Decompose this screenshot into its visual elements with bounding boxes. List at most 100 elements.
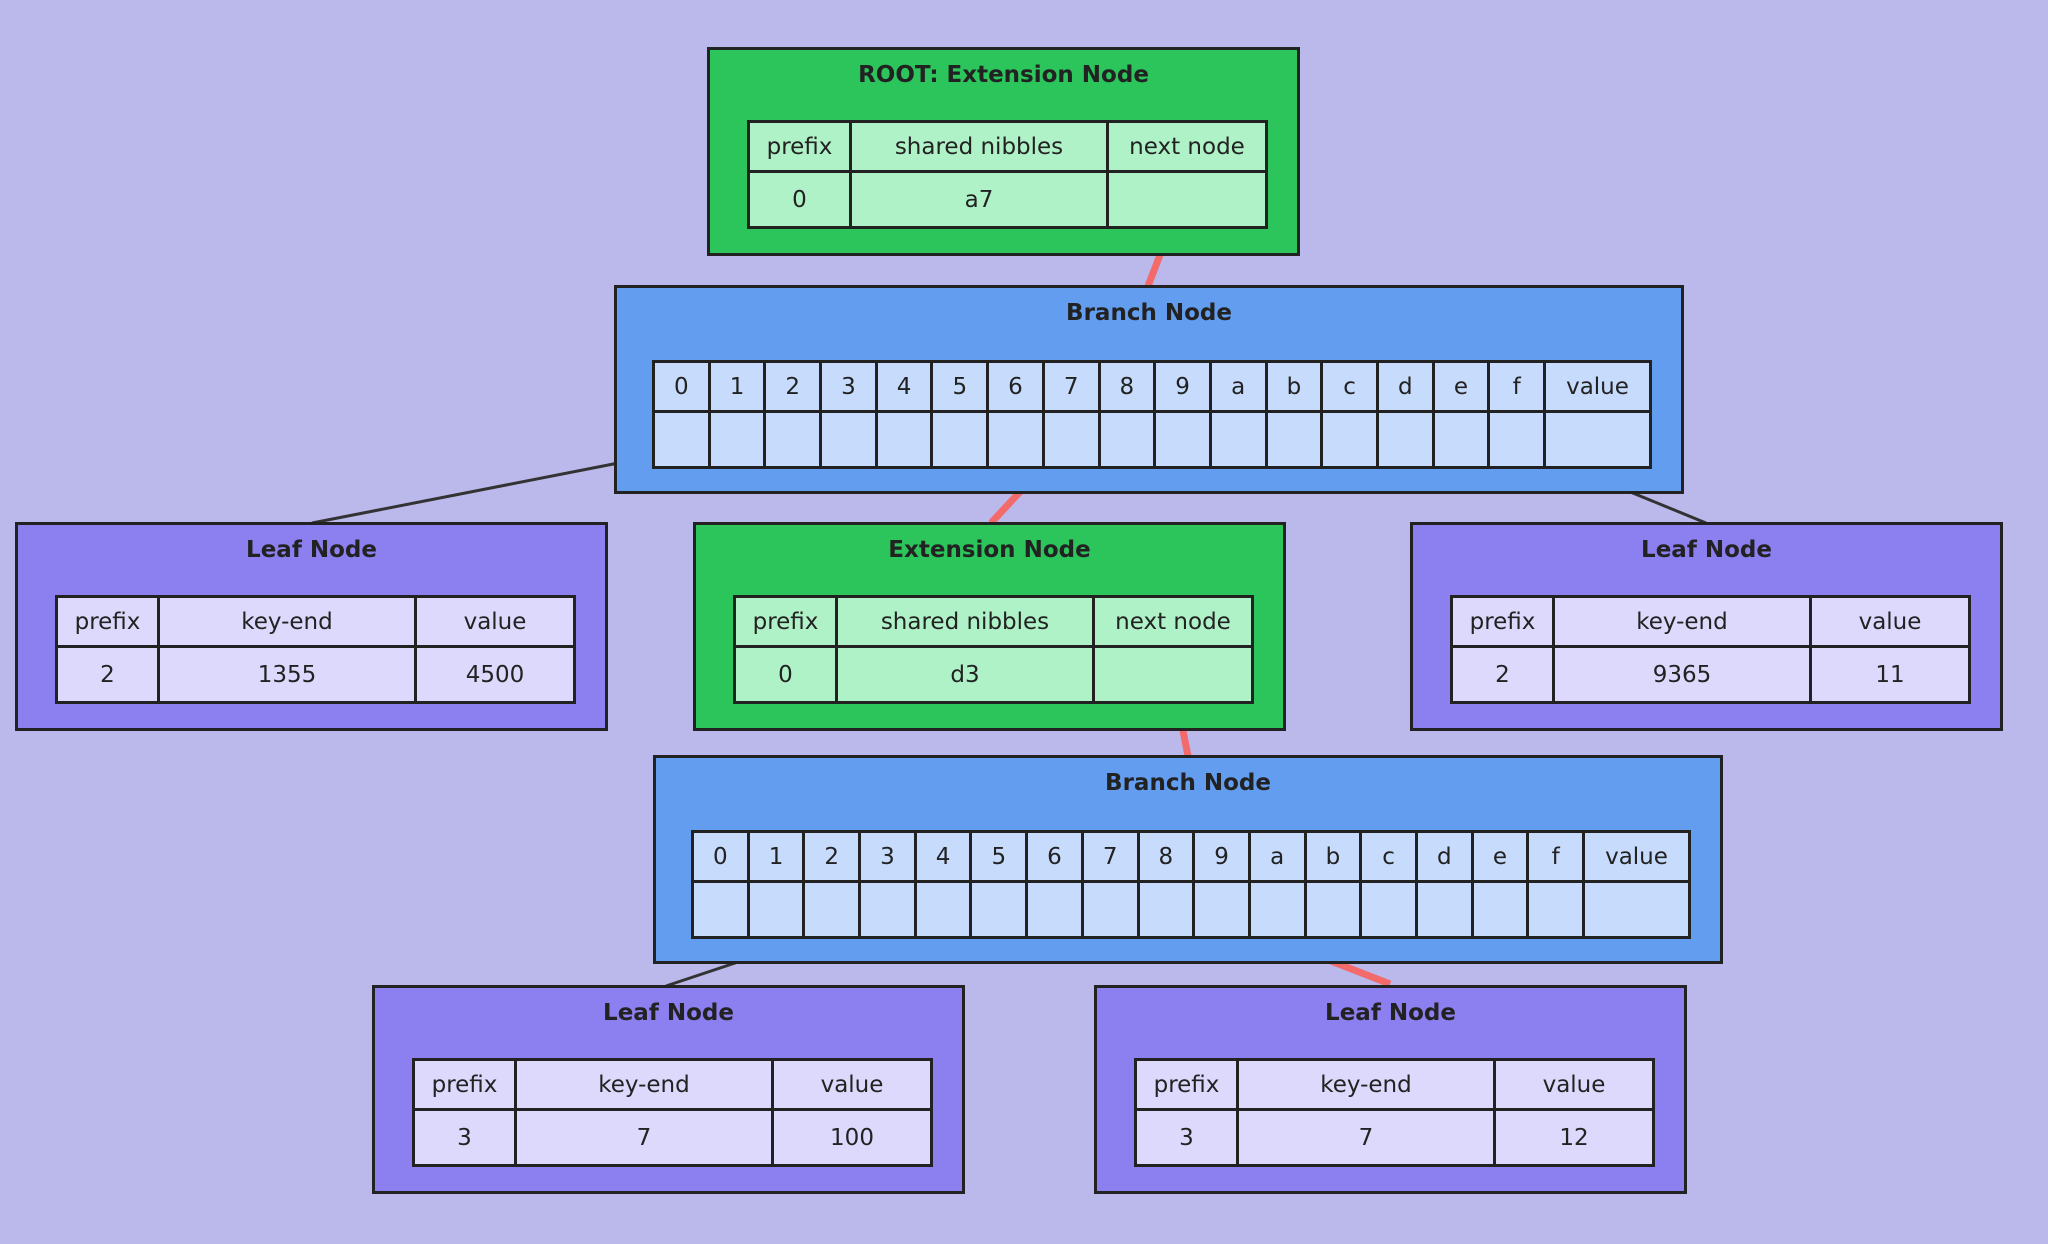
value-value: 11: [1809, 645, 1971, 704]
header-prefix: prefix: [1134, 1058, 1239, 1111]
slot-cell-0: [691, 880, 750, 939]
header-key-end: key-end: [514, 1058, 774, 1111]
slot-header-2: 2: [763, 360, 823, 413]
value-value: 4500: [414, 645, 576, 704]
header-shared-nibbles: shared nibbles: [849, 120, 1109, 173]
slot-cell-7: [1041, 410, 1101, 469]
slot-cell-d: [1414, 880, 1474, 939]
slot-header-8: 8: [1097, 360, 1157, 413]
node-title: Leaf Node: [1325, 1000, 1456, 1026]
header-prefix: prefix: [733, 595, 838, 648]
slot-header-d: d: [1414, 830, 1474, 883]
slot-header-b: b: [1303, 830, 1363, 883]
slot-cell-8: [1136, 880, 1196, 939]
slot-header-1: 1: [707, 360, 767, 413]
slot-header-f: f: [1526, 830, 1585, 883]
slot-header-8: 8: [1136, 830, 1196, 883]
slot-header-e: e: [1470, 830, 1530, 883]
slot-cell-f: [1526, 880, 1585, 939]
value-next-node: [1092, 645, 1254, 704]
header-value: value: [1493, 1058, 1655, 1111]
slot-header-9: 9: [1192, 830, 1251, 883]
slot-cell-8: [1097, 410, 1157, 469]
header-next-node: next node: [1092, 595, 1254, 648]
node-title: Leaf Node: [246, 537, 377, 563]
slot-cell-6: [1025, 880, 1084, 939]
slot-cell-c: [1320, 410, 1379, 469]
slot-header-7: 7: [1080, 830, 1140, 883]
slot-header-5: 5: [969, 830, 1029, 883]
slot-cell-value: [1582, 880, 1691, 939]
slot-header-c: c: [1320, 360, 1379, 413]
slot-cell-value: [1543, 410, 1652, 469]
slot-cell-7: [1080, 880, 1140, 939]
slot-cell-5: [969, 880, 1029, 939]
node-fields-table: prefix key-end value 3 7 100: [412, 1058, 933, 1167]
slot-header-value: value: [1582, 830, 1691, 883]
extension-node-middle: Extension Node prefix shared nibbles nex…: [693, 522, 1286, 731]
slot-header-0: 0: [691, 830, 750, 883]
slot-header-7: 7: [1041, 360, 1101, 413]
value-key-end: 1355: [157, 645, 417, 704]
slot-cell-a: [1208, 410, 1268, 469]
slot-header-a: a: [1247, 830, 1307, 883]
slot-cell-2: [802, 880, 862, 939]
leaf-node-right: Leaf Node prefix key-end value 2 9365 11: [1410, 522, 2003, 731]
leaf-node-bottom-left: Leaf Node prefix key-end value 3 7 100: [372, 985, 965, 1194]
slot-header-4: 4: [874, 360, 934, 413]
header-value: value: [414, 595, 576, 648]
node-title: Branch Node: [1105, 770, 1271, 796]
slot-header-d: d: [1375, 360, 1435, 413]
node-title: Leaf Node: [1641, 537, 1772, 563]
slot-cell-e: [1470, 880, 1530, 939]
root-extension-node: ROOT: Extension Node prefix shared nibbl…: [707, 47, 1300, 256]
value-key-end: 7: [1236, 1108, 1496, 1167]
header-key-end: key-end: [1236, 1058, 1496, 1111]
slot-cell-4: [913, 880, 973, 939]
slot-header-5: 5: [930, 360, 990, 413]
node-fields-table: prefix shared nibbles next node 0 d3: [733, 595, 1254, 704]
slot-cell-a: [1247, 880, 1307, 939]
node-fields-table: prefix key-end value 2 1355 4500: [55, 595, 576, 704]
slot-header-3: 3: [858, 830, 917, 883]
leaf-node-bottom-right: Leaf Node prefix key-end value 3 7 12: [1094, 985, 1687, 1194]
header-prefix: prefix: [412, 1058, 517, 1111]
slot-header-value: value: [1543, 360, 1652, 413]
slot-cell-b: [1264, 410, 1324, 469]
slot-cell-9: [1153, 410, 1212, 469]
header-next-node: next node: [1106, 120, 1268, 173]
slot-header-b: b: [1264, 360, 1324, 413]
node-fields-table: prefix key-end value 2 9365 11: [1450, 595, 1971, 704]
header-prefix: prefix: [1450, 595, 1555, 648]
slot-cell-3: [819, 410, 878, 469]
slot-header-3: 3: [819, 360, 878, 413]
value-prefix: 3: [412, 1108, 517, 1167]
node-title: Extension Node: [888, 537, 1091, 563]
slot-header-c: c: [1359, 830, 1418, 883]
slot-header-0: 0: [652, 360, 711, 413]
slot-cell-b: [1303, 880, 1363, 939]
value-value: 12: [1493, 1108, 1655, 1167]
value-shared-nibbles: a7: [849, 170, 1109, 229]
value-key-end: 9365: [1552, 645, 1812, 704]
slot-cell-4: [874, 410, 934, 469]
value-prefix: 2: [55, 645, 160, 704]
value-prefix: 2: [1450, 645, 1555, 704]
value-next-node: [1106, 170, 1268, 229]
value-prefix: 0: [747, 170, 852, 229]
node-title: ROOT: Extension Node: [858, 62, 1149, 88]
node-title: Leaf Node: [603, 1000, 734, 1026]
header-prefix: prefix: [747, 120, 852, 173]
header-key-end: key-end: [157, 595, 417, 648]
header-value: value: [771, 1058, 933, 1111]
slot-header-2: 2: [802, 830, 862, 883]
slot-cell-1: [746, 880, 806, 939]
slot-cell-2: [763, 410, 823, 469]
slot-cell-e: [1431, 410, 1491, 469]
slot-header-9: 9: [1153, 360, 1212, 413]
value-prefix: 0: [733, 645, 838, 704]
slot-header-6: 6: [986, 360, 1045, 413]
